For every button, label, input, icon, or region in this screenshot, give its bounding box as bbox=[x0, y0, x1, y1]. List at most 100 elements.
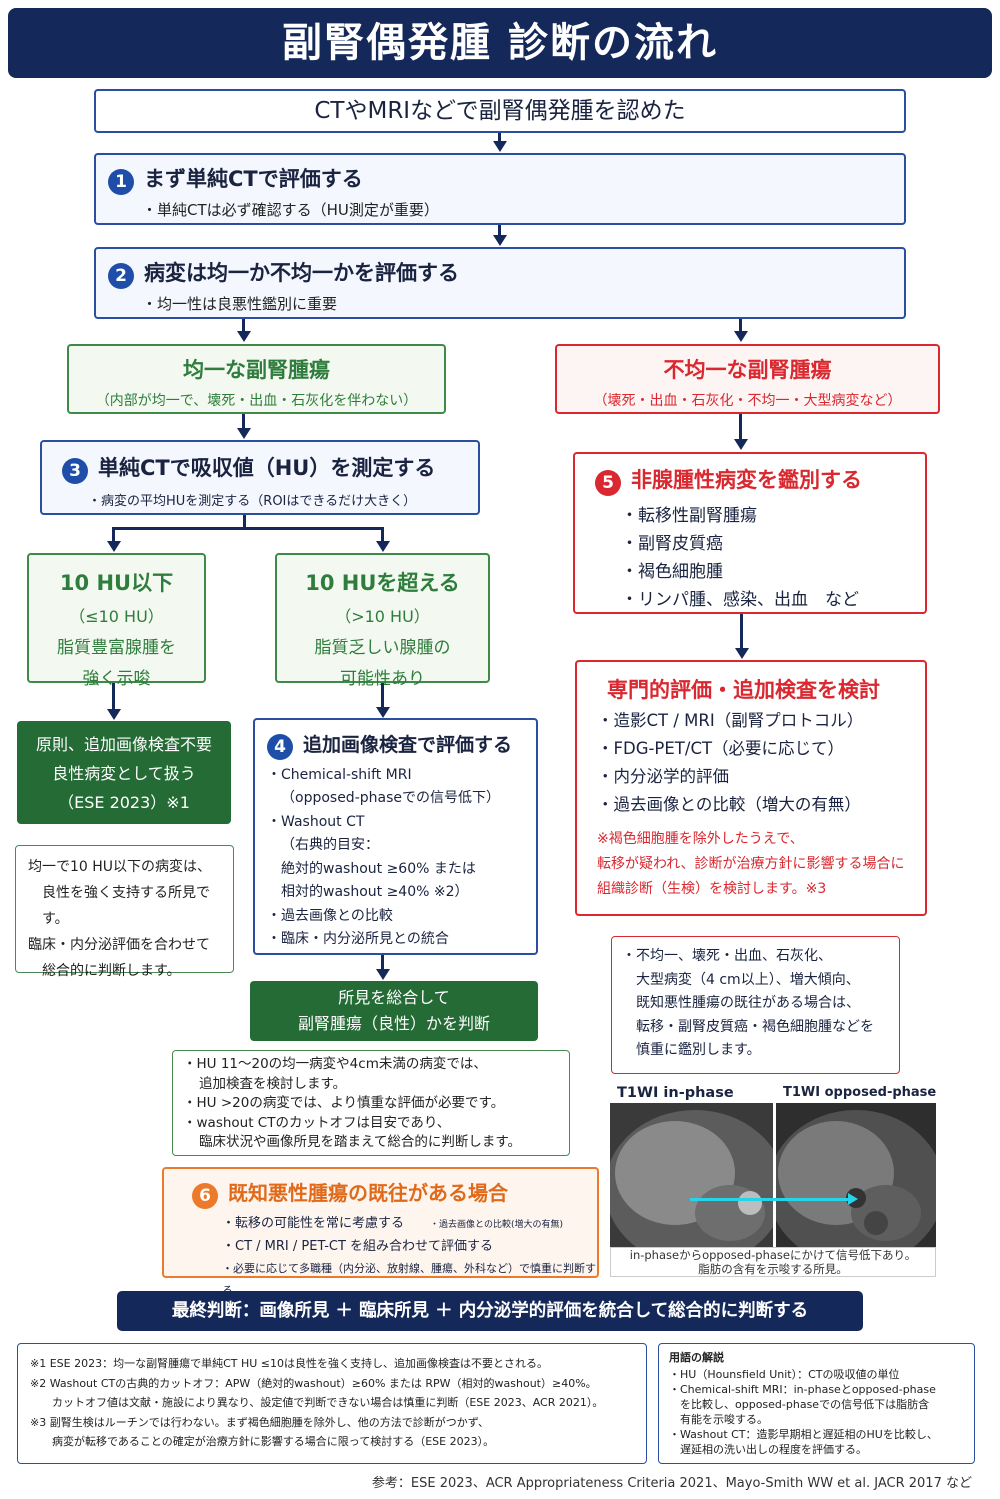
step6-side-note: ・過去画像との比較(増大の有無) bbox=[430, 1219, 563, 1230]
glossary-line: 有能を示唆する。 bbox=[669, 1413, 768, 1426]
step2-title: 病変は均一か不均一かを評価する bbox=[144, 261, 459, 285]
arrow bbox=[242, 319, 245, 331]
footnote: ※2 Washout CTの古典的カットオフ：APW（絶対的washout）≥6… bbox=[30, 1376, 597, 1390]
step4-line: 絶対的washout ≥60% または bbox=[281, 860, 476, 877]
le10-line2: 脂質豊富腺腫を bbox=[57, 638, 176, 658]
arrow-head bbox=[107, 541, 121, 552]
step4-line: ・Chemical-shift MRI bbox=[267, 766, 412, 783]
step2-note: ・均一性は良悪性鑑別に重要 bbox=[142, 294, 338, 313]
start-text: CTやMRIなどで副腎偶発腫を認めた bbox=[314, 98, 686, 124]
step4-line: 相対的washout ≥40% ※2） bbox=[281, 884, 469, 900]
homogeneous-box: 均一な副腎腫瘍 （内部が均一で、壊死・出血・石灰化を伴わない） bbox=[67, 344, 446, 414]
step4-line: ・Washout CT bbox=[267, 813, 365, 830]
expert-box: 専門的評価・追加検査を検討 造影CT / MRI（副腎プロトコル） FDG-PE… bbox=[575, 660, 927, 916]
gt10-line3: 可能性あり bbox=[340, 669, 425, 689]
arrow bbox=[498, 225, 501, 235]
heterogeneous-sub: （壊死・出血・石灰化・不均一・大型病変など） bbox=[593, 393, 902, 409]
arrow-head bbox=[376, 969, 390, 980]
glossary-line: を比較し、opposed-phaseでの信号低下は脂肪含 bbox=[669, 1398, 930, 1411]
step4-line: （右典的目安： bbox=[281, 837, 379, 853]
arrow-head bbox=[376, 541, 390, 552]
principle-line3: （ESE 2023）※1 bbox=[58, 793, 190, 812]
arrow-head bbox=[237, 331, 251, 342]
le10-line3: 強く示唆 bbox=[82, 669, 151, 689]
homogeneous-sub: （内部が均一で、壊死・出血・石灰化を伴わない） bbox=[95, 393, 418, 409]
step1-title: まず単純CTで評価する bbox=[144, 167, 363, 191]
expert-item: FDG-PET/CT（必要に応じて） bbox=[597, 735, 925, 763]
step2-box: 2 病変は均一か不均一かを評価する ・均一性は良悪性鑑別に重要 bbox=[94, 247, 906, 319]
step1-note: ・単純CTは必ず確認する（HU測定が重要） bbox=[142, 200, 439, 219]
note-green-line: 総合的に判断します。 bbox=[42, 963, 181, 979]
start-box: CTやMRIなどで副腎偶発腫を認めた bbox=[94, 89, 906, 133]
step3-note: ・病変の平均HUを測定する（ROIはできるだけ大きく） bbox=[88, 493, 417, 509]
glossary-title: 用語の解説 bbox=[669, 1351, 724, 1364]
step1-number: 1 bbox=[108, 168, 134, 195]
footnote: 病変が転移であることの確定が治療方針に影響する場合に限って検討する（ESE 20… bbox=[30, 1435, 495, 1448]
arrow bbox=[381, 683, 384, 707]
step2-number: 2 bbox=[108, 262, 134, 289]
step6-title: 既知悪性腫瘍の既往がある場合 bbox=[228, 1181, 508, 1205]
step5-title: 非腺腫性病変を鑑別する bbox=[631, 468, 862, 492]
step5-item: 転移性副腎腫瘍 bbox=[621, 502, 925, 530]
mri-caption: in-phaseからopposed-phaseにかけて信号低下あり。 脂肪の含有… bbox=[610, 1247, 936, 1277]
mri-label-in-phase: T1WI in-phase bbox=[617, 1085, 734, 1101]
step3-number: 3 bbox=[62, 457, 88, 484]
footnote: ※3 副腎生検はルーチンでは行わない。まず褐色細胞腫を除外し、他の方法で診断がつ… bbox=[30, 1415, 489, 1429]
arrow-head bbox=[237, 428, 251, 439]
expert-title: 専門的評価・追加検査を検討 bbox=[607, 678, 880, 702]
step4-line: （opposed-phaseでの信号低下） bbox=[281, 790, 500, 806]
expert-item: 内分泌学的評価 bbox=[597, 763, 925, 791]
expert-warning: 組織診断（生検）を検討します。※3 bbox=[597, 881, 827, 897]
arrow bbox=[243, 515, 246, 528]
le10-title: 10 HU以下 bbox=[59, 571, 174, 595]
final-judgment-text: 最終判断：画像所見 ＋ 臨床所見 ＋ 内分泌学的評価を統合して総合的に判断する bbox=[171, 1301, 809, 1321]
step3-title: 単純CTで吸収値（HU）を測定する bbox=[98, 456, 436, 480]
step3-box: 3 単純CTで吸収値（HU）を測定する ・病変の平均HUを測定する（ROIはできる… bbox=[40, 440, 480, 515]
synthesis-box: 所見を総合して 副腎腫瘍（良性）かを判断 bbox=[250, 981, 538, 1041]
note-red-line: 既知悪性腫瘍の既往がある場合は、 bbox=[636, 995, 860, 1011]
note-red: ・不均一、壊死・出血、石灰化、 大型病変（4 cm以上）、増大傾向、 既知悪性腫… bbox=[611, 936, 900, 1074]
note-mid-line: ・washout CTのカットオフは目安であり、 bbox=[183, 1114, 451, 1131]
arrow bbox=[740, 614, 743, 648]
signal-drop-arrow-head bbox=[848, 1193, 858, 1205]
step1-box: 1 まず単純CTで評価する ・単純CTは必ず確認する（HU測定が重要） bbox=[94, 153, 906, 225]
arrow-head bbox=[493, 141, 507, 152]
le10-line1: （≤10 HU） bbox=[69, 607, 164, 626]
note-mid: ・HU 11〜20の均一病変や4cm未満の病変では、 追加検査を検討します。 ・… bbox=[172, 1050, 570, 1156]
note-mid-line: 追加検査を検討します。 bbox=[199, 1075, 347, 1092]
step5-item: 副腎皮質癌 bbox=[621, 530, 925, 558]
page-title: 副腎偶発腫 診断の流れ bbox=[8, 8, 992, 78]
gt10-line1: （>10 HU） bbox=[335, 607, 430, 626]
signal-drop-arrow bbox=[690, 1198, 850, 1201]
arrow bbox=[739, 319, 742, 331]
principle-line2: 良性病変として扱う bbox=[52, 764, 196, 783]
arrow bbox=[112, 527, 115, 541]
reference: 参考：ESE 2023、ACR Appropriateness Criteria… bbox=[371, 1476, 972, 1491]
gt10-box: 10 HUを超える （>10 HU） 脂質乏しい腺腫の 可能性あり bbox=[275, 553, 490, 689]
mri-opposed-phase-drawing bbox=[776, 1103, 936, 1247]
note-red-line: ・不均一、壊死・出血、石灰化、 bbox=[622, 948, 832, 964]
step5-item: 褐色細胞腫 bbox=[621, 558, 925, 586]
footnote: ※1 ESE 2023：均一な副腎腫瘍で単純CT HU ≤10は良性を強く支持し… bbox=[30, 1357, 549, 1370]
arrow-head bbox=[734, 439, 748, 450]
arrow-head bbox=[376, 707, 390, 718]
arrow bbox=[242, 414, 245, 428]
glossary-line: ・Washout CT：造影早期相と遅延相のHUを比較し、 bbox=[669, 1428, 938, 1441]
mri-in-phase-drawing bbox=[610, 1103, 773, 1247]
step6-number: 6 bbox=[192, 1182, 218, 1209]
note-green: 均一で10 HU以下の病変は、 良性を強く支持する所見です。 臨床・内分泌評価を… bbox=[15, 845, 234, 979]
gt10-line2: 脂質乏しい腺腫の bbox=[314, 638, 451, 658]
step6-item: 転移の可能性を常に考慮する・過去画像との比較(増大の有無) bbox=[222, 1213, 597, 1236]
mri-label-opposed-phase: T1WI opposed-phase bbox=[783, 1085, 937, 1100]
note-red-line: 転移・副腎皮質癌・褐色細胞腫などを bbox=[636, 1018, 874, 1035]
principle-box: 原則、追加画像検査不要 良性病変として扱う （ESE 2023）※1 bbox=[17, 721, 231, 824]
glossary-line: ・HU（Hounsfield Unit）：CTの吸収値の単位 bbox=[669, 1368, 900, 1381]
arrow-head bbox=[493, 235, 507, 246]
homogeneous-title: 均一な副腎腫瘍 bbox=[183, 358, 330, 382]
mri-caption-line2: 脂肪の含有を示唆する所見。 bbox=[698, 1262, 848, 1276]
note-green-line: 良性を強く支持する所見です。 bbox=[42, 885, 210, 927]
heterogeneous-box: 不均一な副腎腫瘍 （壊死・出血・石灰化・不均一・大型病変など） bbox=[555, 344, 940, 414]
principle-line1: 原則、追加画像検査不要 bbox=[35, 735, 212, 754]
synthesis-line1: 所見を総合して bbox=[338, 988, 450, 1007]
